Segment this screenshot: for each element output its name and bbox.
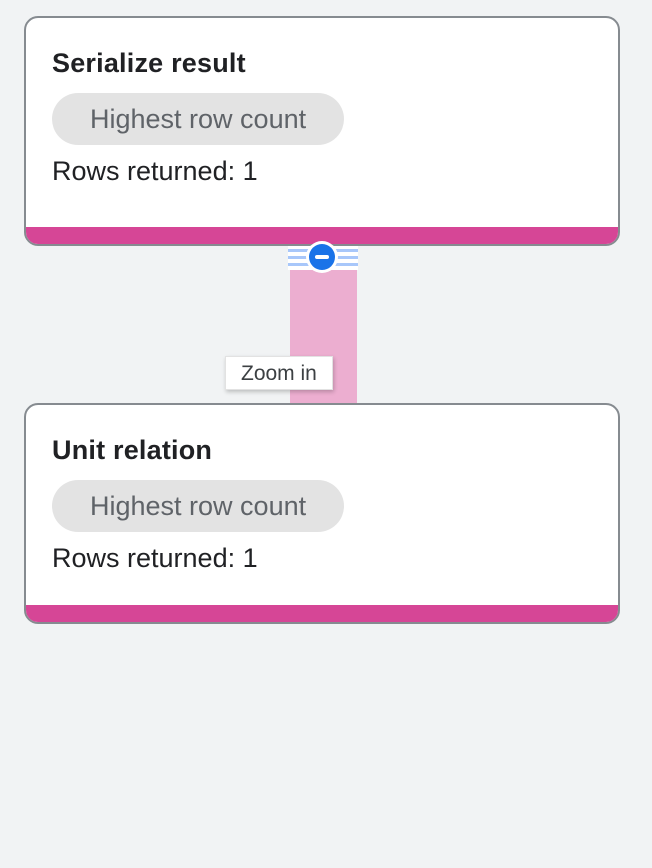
rows-returned-label: Rows returned: 1 (52, 156, 258, 186)
node-content: Serialize result Highest row count Rows … (26, 18, 618, 187)
rows-returned-label: Rows returned: 1 (52, 543, 258, 573)
node-title: Serialize result (52, 48, 246, 78)
highest-row-count-badge: Highest row count (52, 480, 345, 532)
zoom-in-tooltip: Zoom in (225, 356, 333, 390)
node-content: Unit relation Highest row count Rows ret… (26, 405, 618, 574)
collapse-edge-button[interactable] (306, 241, 338, 273)
node-serialize-result[interactable]: Serialize result Highest row count Rows … (24, 16, 620, 246)
node-title: Unit relation (52, 435, 213, 465)
highest-row-count-badge: Highest row count (52, 93, 345, 145)
node-unit-relation[interactable]: Unit relation Highest row count Rows ret… (24, 403, 620, 624)
node-accent-bar (26, 227, 618, 244)
minus-icon (309, 244, 335, 270)
node-accent-bar (26, 605, 618, 622)
